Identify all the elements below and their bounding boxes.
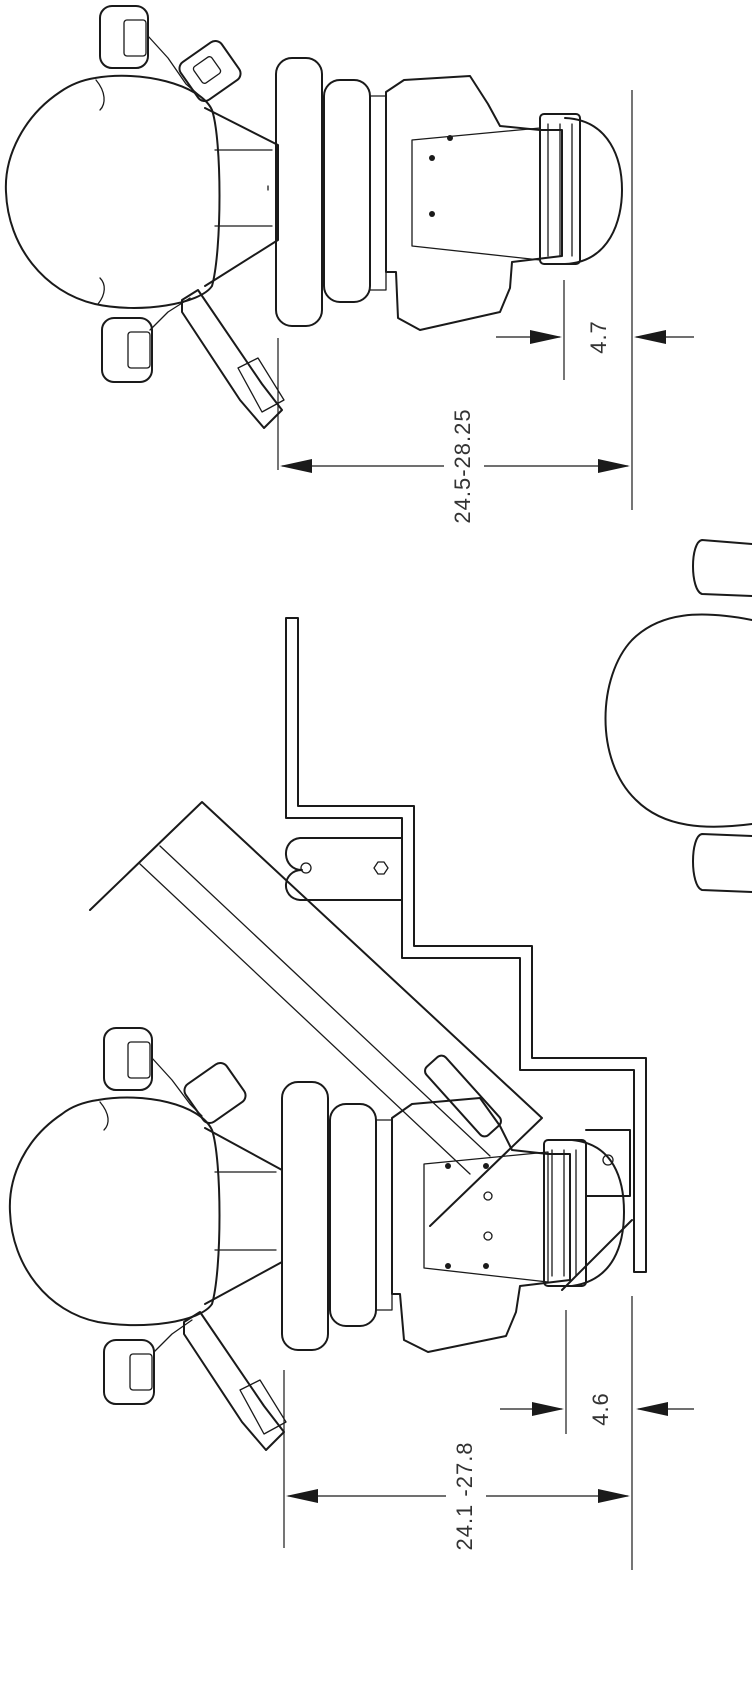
earcup-left-top bbox=[99, 5, 149, 69]
shoulder-inner-bottom bbox=[214, 1171, 277, 1251]
hip-bracket-detail-bottom bbox=[551, 1149, 577, 1277]
strap-buckle-top bbox=[237, 357, 285, 413]
fixture-hole-1 bbox=[300, 862, 312, 874]
fixture-stepped-plate bbox=[285, 617, 647, 1273]
fixture-arm-rail-2 bbox=[159, 845, 491, 1157]
dimension-offset-top: 4.7 bbox=[586, 320, 611, 354]
arrow-offset-a-top bbox=[530, 330, 562, 344]
head-seam-bottom bbox=[99, 1101, 109, 1131]
dimension-offset-bottom: 4.6 bbox=[588, 1392, 613, 1426]
hip-bracket-detail-top bbox=[547, 123, 573, 257]
pivot-bottom-2 bbox=[483, 1231, 493, 1241]
mic-left-inner-top bbox=[192, 56, 222, 84]
collar-lip-top bbox=[369, 95, 387, 291]
bolt-top-2 bbox=[429, 211, 435, 217]
dimension-overall-top: 24.5-28.25 bbox=[450, 408, 475, 523]
collar-lip-bottom bbox=[375, 1119, 393, 1311]
earcup-right-top bbox=[101, 317, 153, 383]
mic-left-bottom bbox=[183, 1061, 247, 1125]
fixture-hole-2 bbox=[602, 1154, 614, 1166]
top-view bbox=[4, 5, 623, 429]
text-mask-overall-bottom bbox=[446, 1424, 486, 1572]
strap-bottom bbox=[183, 1311, 285, 1451]
fixture-lower-bracket bbox=[585, 1129, 631, 1197]
hip-bracket-bottom bbox=[543, 1139, 587, 1287]
bolt-top-3 bbox=[447, 135, 453, 141]
head-seam-top bbox=[95, 79, 105, 111]
hip-bracket-top bbox=[539, 113, 581, 265]
arrow-left-overall-top bbox=[280, 459, 312, 473]
arrow-offset-b-bottom bbox=[636, 1402, 668, 1416]
shoulder-inner-top bbox=[214, 149, 273, 227]
shoulder-frame-top bbox=[204, 107, 279, 287]
fixture-gusset bbox=[561, 1219, 633, 1291]
bolt-top-1 bbox=[429, 155, 435, 161]
collar-lower-bottom bbox=[329, 1103, 377, 1327]
pivot-bottom-1 bbox=[483, 1191, 493, 1201]
head-seam-top-2 bbox=[97, 277, 105, 305]
earcup-right-inner-top bbox=[127, 331, 151, 369]
bottom-view-dimensions: 24.1 -27.8 4.6 bbox=[283, 1296, 694, 1572]
earcup-left-inner-top bbox=[123, 19, 147, 57]
earcup-right-bottom bbox=[103, 1339, 155, 1405]
fixture-nut bbox=[373, 861, 389, 875]
torso-plate-bottom bbox=[423, 1151, 549, 1283]
earcup-right-inner-bottom bbox=[129, 1353, 153, 1391]
earcup-right-arm-bottom bbox=[153, 1319, 193, 1353]
mic-left-top bbox=[178, 39, 242, 103]
fixture-arm-rail-1 bbox=[139, 863, 471, 1175]
hip-dome-bottom bbox=[571, 1139, 625, 1287]
earcup-left-bottom bbox=[103, 1027, 153, 1091]
strap-buckle-bottom bbox=[239, 1379, 287, 1435]
arrow-right-overall-bottom bbox=[598, 1489, 630, 1503]
text-mask-overall-top bbox=[444, 400, 484, 540]
top-view-dimensions: 24.5-28.25 4.7 bbox=[277, 90, 694, 540]
head-outline-top bbox=[4, 74, 221, 309]
arrow-left-overall-bottom bbox=[286, 1489, 318, 1503]
bolt-bottom-1 bbox=[445, 1163, 451, 1169]
arrow-offset-a-bottom bbox=[532, 1402, 564, 1416]
bolt-bottom-2 bbox=[483, 1163, 489, 1169]
arrow-offset-b-top bbox=[634, 330, 666, 344]
fixture-arm-handle bbox=[424, 1054, 502, 1138]
torso-plate-top bbox=[411, 127, 541, 261]
partial-earcup-third-view-2 bbox=[692, 833, 752, 893]
strap-top bbox=[181, 289, 283, 429]
fixture-arm-outer bbox=[89, 801, 543, 1227]
head-outline-bottom bbox=[8, 1096, 221, 1327]
bottom-view bbox=[8, 539, 752, 1451]
collar-lower-top bbox=[323, 79, 371, 303]
partial-earcup-third-view-1 bbox=[692, 539, 752, 597]
fixture-tab bbox=[285, 837, 403, 901]
collar-bottom bbox=[281, 1081, 329, 1351]
torso-top bbox=[385, 75, 563, 331]
earcup-left-inner-bottom bbox=[127, 1041, 151, 1079]
hip-dome-top bbox=[564, 117, 623, 265]
partial-head-third-view bbox=[604, 613, 752, 828]
dimension-overall-bottom: 24.1 -27.8 bbox=[452, 1441, 477, 1550]
bolt-bottom-4 bbox=[483, 1263, 489, 1269]
arrow-right-overall-top bbox=[598, 459, 630, 473]
earcup-left-arm-top bbox=[147, 35, 201, 97]
bolt-bottom-3 bbox=[445, 1263, 451, 1269]
collar-top bbox=[275, 57, 323, 327]
